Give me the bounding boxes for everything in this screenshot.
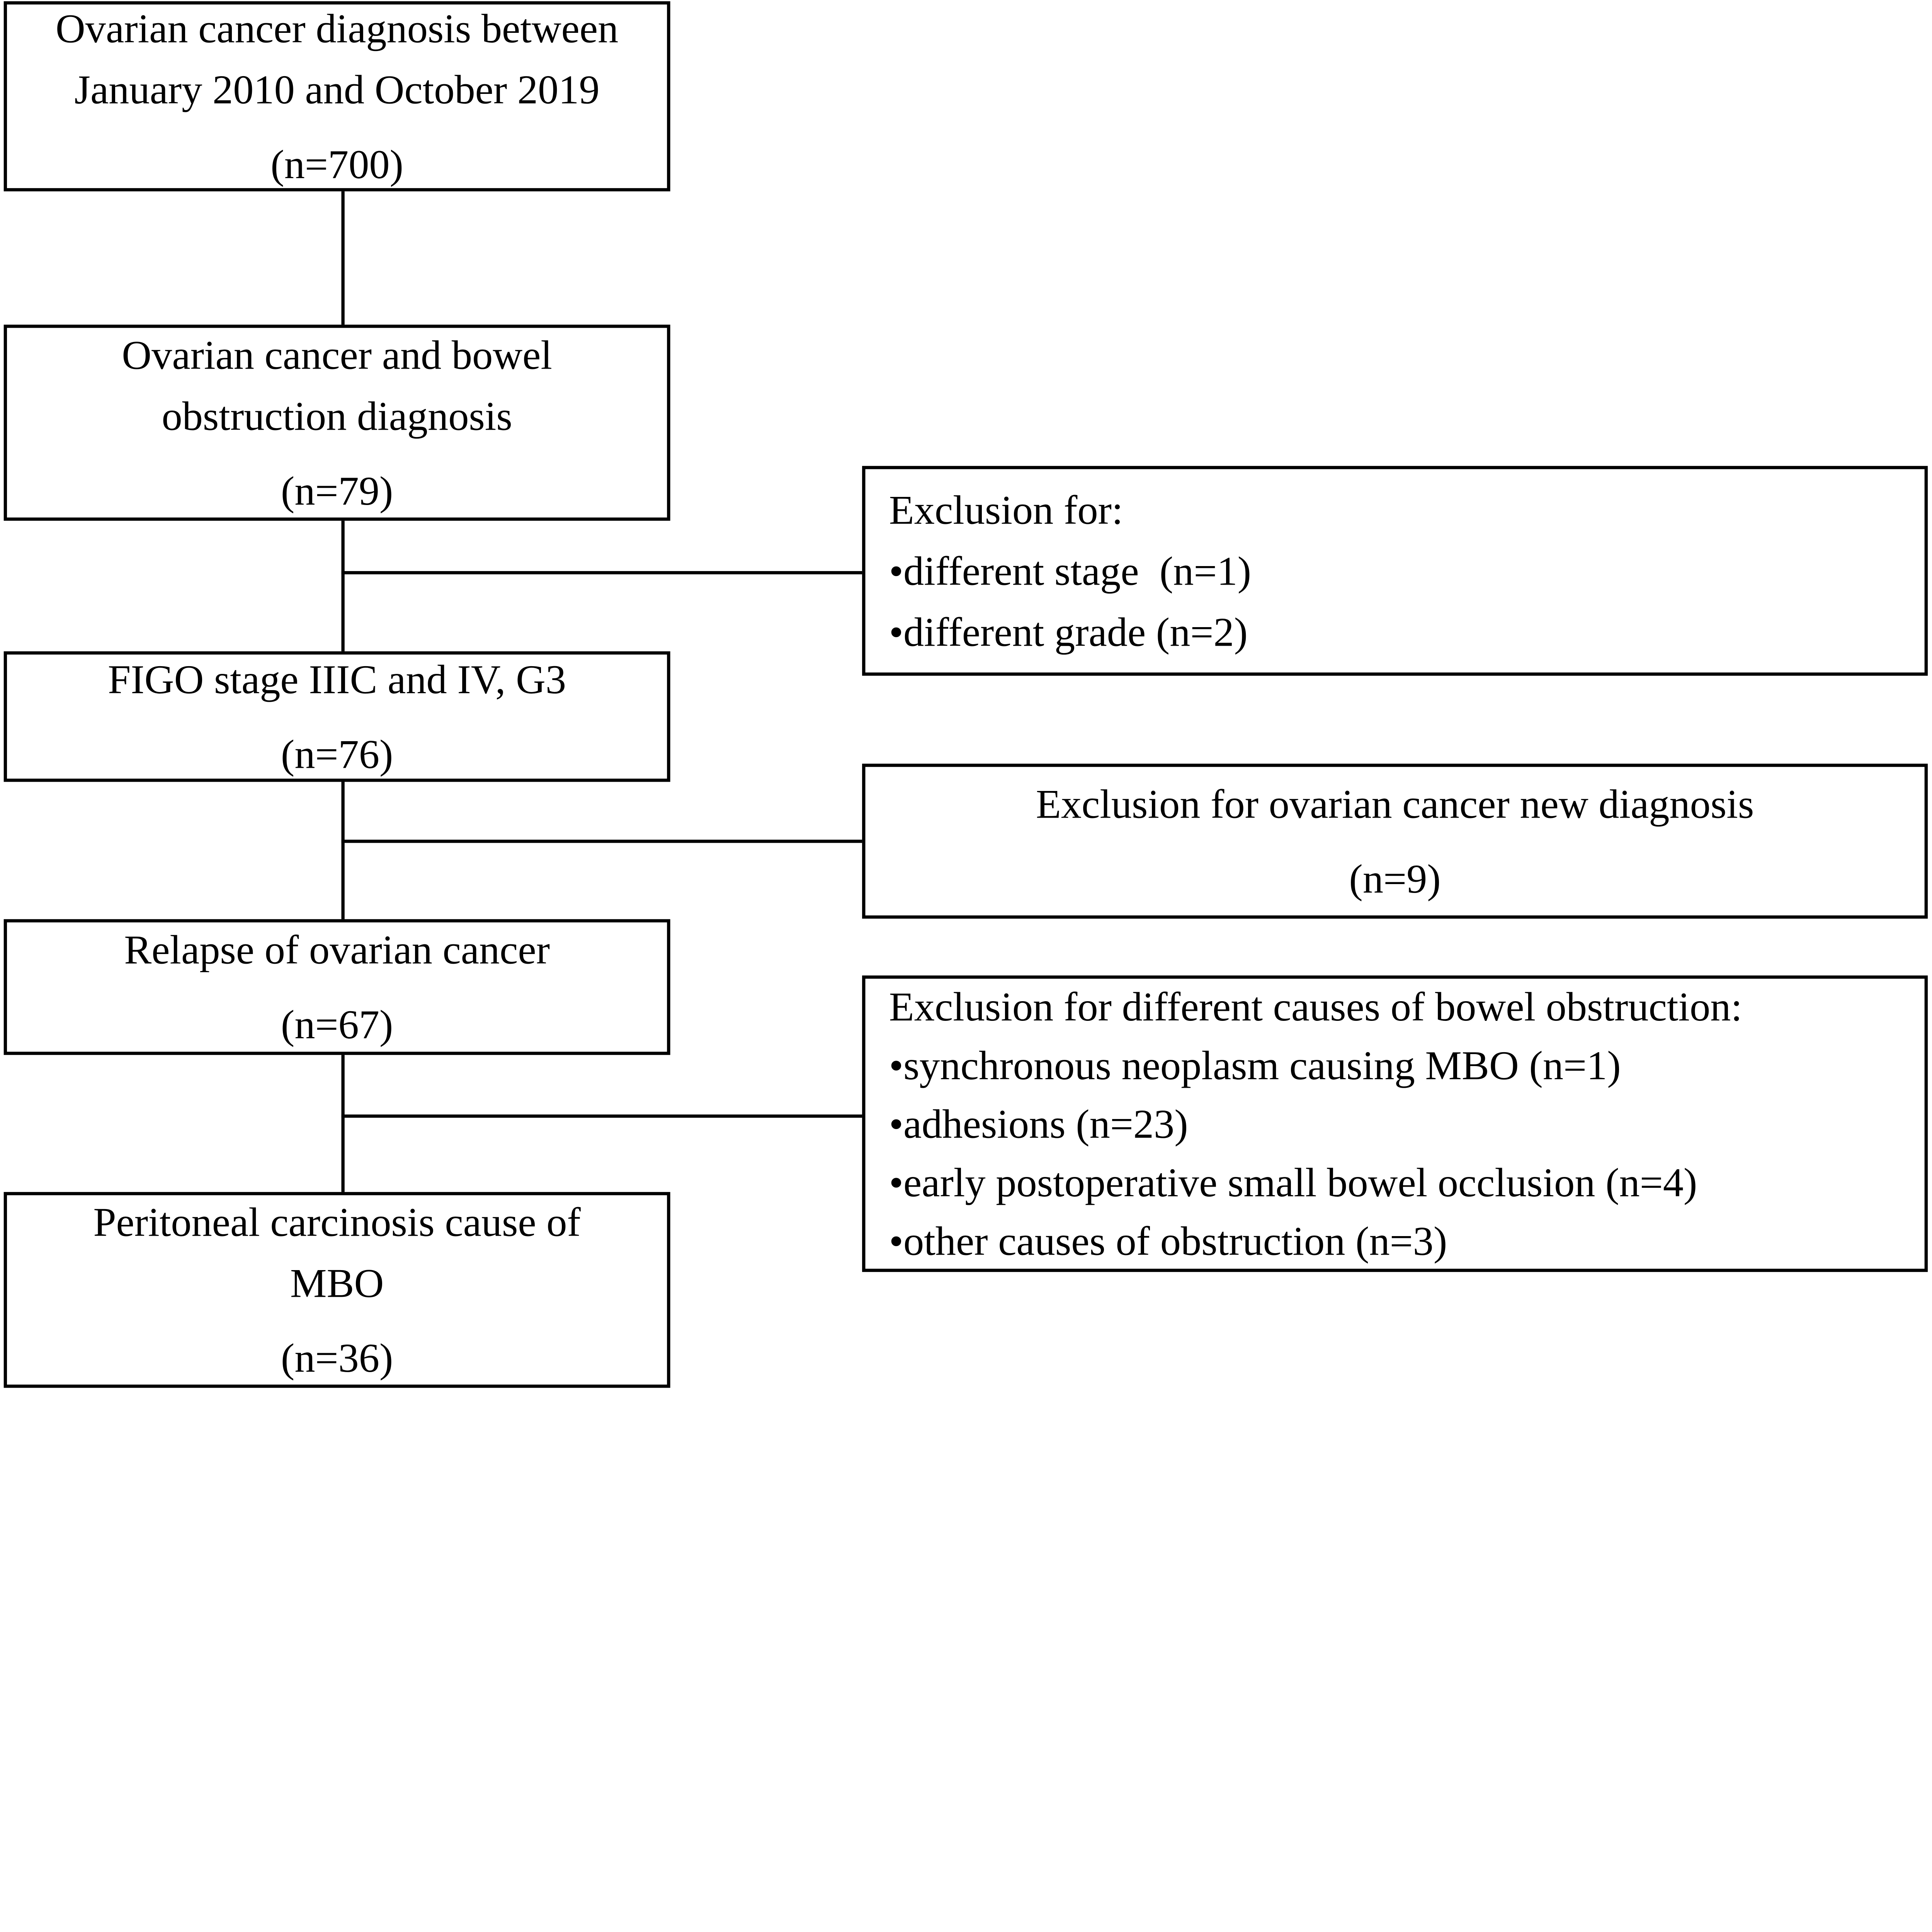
box-line: Peritoneal carcinosis cause of [93,1199,581,1245]
box-count: (n=79) [281,468,393,514]
box-peritoneal-carcinosis: Peritoneal carcinosis cause of MBO (n=36… [3,1192,670,1388]
box-count: (n=76) [281,731,393,777]
exclusion-item: •different grade (n=2) [889,609,1248,655]
exclusion-item: •adhesions (n=23) [889,1101,1188,1147]
box-ovarian-cancer-diagnosis: Ovarian cancer diagnosis between January… [3,1,670,192]
connector-branch-exclusion-3 [341,1114,862,1118]
box-line: Ovarian cancer and bowel [122,332,552,378]
box-exclusion-new-diagnosis: Exclusion for ovarian cancer new diagnos… [862,764,1928,919]
box-exclusion-other-causes: Exclusion for different causes of bowel … [862,975,1928,1272]
box-count: (n=36) [281,1335,393,1381]
connector-branch-exclusion-2 [341,840,862,843]
box-bowel-obstruction-diagnosis: Ovarian cancer and bowel obstruction dia… [3,325,670,521]
exclusion-title: Exclusion for: [889,487,1123,533]
exclusion-item: •different stage (n=1) [889,548,1252,594]
box-line: Relapse of ovarian cancer [124,927,550,973]
connector-vertical-4 [341,1055,345,1192]
box-figo-stage: FIGO stage IIIC and IV, G3 (n=76) [3,651,670,782]
connector-vertical-3 [341,782,345,919]
box-line: obstruction diagnosis [162,393,512,439]
connector-branch-exclusion-1 [341,571,862,575]
exclusion-item: •early postoperative small bowel occlusi… [889,1159,1697,1205]
box-count: (n=700) [270,141,403,187]
flowchart: Ovarian cancer diagnosis between January… [3,1,1928,1388]
box-line: Ovarian cancer diagnosis between [55,5,619,51]
box-relapse: Relapse of ovarian cancer (n=67) [3,919,670,1055]
connector-vertical-2 [341,520,345,651]
box-line: January 2010 and October 2019 [74,66,600,112]
box-exclusion-stage-grade: Exclusion for: •different stage (n=1) •d… [862,466,1928,676]
box-line: MBO [290,1260,384,1306]
box-count: (n=67) [281,1002,393,1048]
exclusion-item: •synchronous neoplasm causing MBO (n=1) [889,1042,1621,1088]
box-line: FIGO stage IIIC and IV, G3 [108,656,566,702]
exclusion-title: Exclusion for different causes of bowel … [889,984,1742,1030]
connector-vertical-1 [341,191,345,325]
box-count: (n=9) [1349,855,1441,901]
exclusion-item: •other causes of obstruction (n=3) [889,1218,1447,1264]
exclusion-title: Exclusion for ovarian cancer new diagnos… [1036,781,1754,827]
